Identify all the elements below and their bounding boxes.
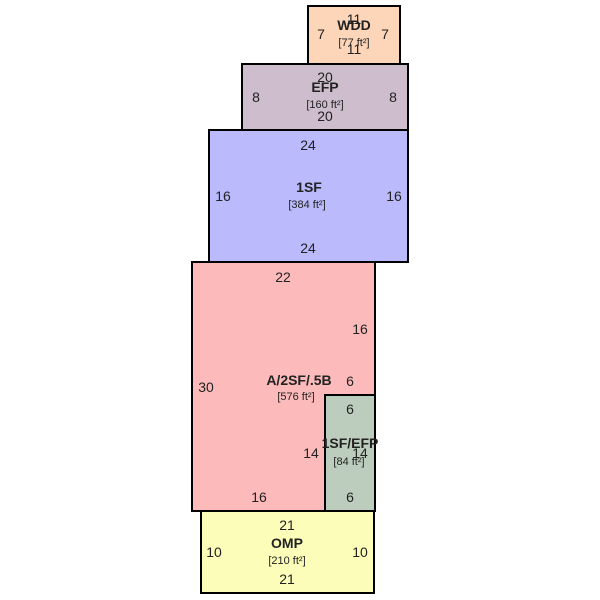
room-omp-area: [210 ft²] bbox=[268, 555, 305, 567]
room-wdd-top-dimension: 11 bbox=[347, 11, 362, 27]
room-1sf-efp: 6 6 14 14 1SF/EFP [84 ft²] bbox=[303, 394, 379, 512]
room-1sf-area: [384 ft²] bbox=[288, 199, 325, 211]
room-a-2sf-5b-right-dimension: 16 bbox=[352, 321, 368, 337]
room-1sf: 1SF [384 ft²] 24 24 16 16 bbox=[208, 129, 409, 263]
room-1sf-left-dimension: 16 bbox=[215, 188, 231, 204]
room-1sf-efp-label: 1SF/EFP bbox=[322, 435, 379, 451]
room-1sf-efp-right-dimension: 14 bbox=[352, 445, 368, 461]
room-efp: EFP [160 ft²] 20 20 8 8 bbox=[241, 63, 409, 131]
room-1sf-efp-area: [84 ft²] bbox=[333, 456, 364, 468]
room-a-2sf-5b-label: A/2SF/.5B bbox=[266, 372, 331, 388]
room-wdd-label: WDD bbox=[337, 17, 370, 33]
room-1sf-efp-bottom-dimension: 6 bbox=[346, 489, 354, 505]
room-wdd-shape bbox=[307, 5, 401, 65]
room-1sf-label: 1SF bbox=[296, 179, 322, 195]
room-a-2sf-5b-left-dimension: 30 bbox=[198, 379, 214, 395]
room-1sf-top-dimension: 24 bbox=[300, 137, 316, 153]
room-wdd-right-dimension: 7 bbox=[381, 26, 389, 42]
room-efp-bottom-dimension: 20 bbox=[317, 108, 333, 124]
room-efp-label: EFP bbox=[311, 79, 338, 95]
room-omp-top-dimension: 21 bbox=[279, 517, 295, 533]
room-a-2sf-5b-notch-dimension: 6 bbox=[346, 373, 354, 389]
room-1sf-right-dimension: 16 bbox=[386, 188, 402, 204]
room-omp-bottom-dimension: 21 bbox=[279, 571, 295, 587]
room-a-2sf-5b-bottom-dimension: 16 bbox=[251, 489, 267, 505]
room-1sf-bottom-dimension: 24 bbox=[300, 240, 316, 256]
room-a-2sf-5b-top-dimension: 22 bbox=[275, 269, 291, 285]
room-omp-right-dimension: 10 bbox=[352, 544, 368, 560]
room-omp-left-dimension: 10 bbox=[206, 544, 222, 560]
room-efp-top-dimension: 20 bbox=[317, 69, 333, 85]
room-wdd-bottom-dimension: 11 bbox=[347, 41, 362, 57]
room-efp-right-dimension: 8 bbox=[389, 89, 397, 105]
room-1sf-efp-top-dimension: 6 bbox=[346, 401, 354, 417]
room-wdd-left-dimension: 7 bbox=[317, 26, 325, 42]
room-omp-label: OMP bbox=[271, 535, 303, 551]
room-1sf-shape bbox=[208, 129, 409, 263]
room-omp-shape bbox=[200, 510, 375, 594]
room-efp-shape bbox=[241, 63, 409, 131]
room-1sf-efp-left-dimension: 14 bbox=[303, 445, 319, 461]
room-wdd: WDD [77 ft²] 11 11 7 7 bbox=[307, 5, 401, 65]
room-omp: OMP [210 ft²] 21 21 10 10 bbox=[200, 510, 375, 594]
room-efp-left-dimension: 8 bbox=[252, 89, 260, 105]
room-wdd-area: [77 ft²] bbox=[338, 37, 369, 49]
room-a-2sf-5b-area: [576 ft²] bbox=[277, 391, 314, 403]
room-efp-area: [160 ft²] bbox=[306, 99, 343, 111]
